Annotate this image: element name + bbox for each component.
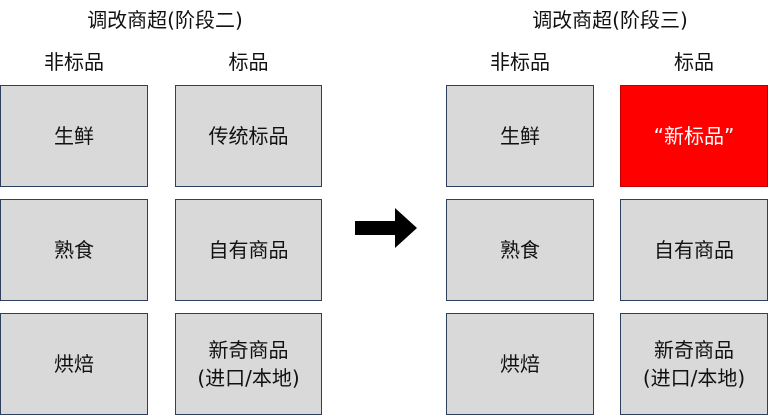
right-box-bakery: 烘焙 [446, 313, 594, 415]
left-box-novelty-sublabel: (进口/本地) [197, 366, 300, 390]
right-box-novelty: 新奇商品 (进口/本地) [620, 313, 768, 415]
left-box-traditional-standard-label: 传统标品 [208, 124, 289, 148]
right-box-deli-label: 熟食 [500, 238, 540, 262]
right-box-private-label: 自有商品 [620, 199, 768, 301]
left-col-head-nonstandard: 非标品 [44, 50, 104, 74]
left-box-bakery: 烘焙 [0, 313, 148, 415]
left-box-bakery-label: 烘焙 [54, 352, 94, 376]
right-box-novelty-sublabel: (进口/本地) [642, 366, 746, 390]
left-box-private-label: 自有商品 [175, 199, 322, 301]
right-box-private-label-label: 自有商品 [654, 238, 734, 262]
left-box-deli-label: 熟食 [54, 238, 94, 262]
left-box-fresh: 生鲜 [0, 85, 148, 187]
left-box-novelty-label: 新奇商品 [208, 338, 289, 362]
right-box-fresh-label: 生鲜 [500, 124, 540, 148]
right-col-head-standard: 标品 [674, 50, 714, 74]
left-box-traditional-standard: 传统标品 [175, 85, 322, 187]
right-box-new-standard: “新标品” [620, 85, 768, 187]
right-box-novelty-label: 新奇商品 [654, 338, 734, 362]
left-panel-title: 调改商超(阶段二) [87, 8, 243, 32]
left-box-novelty: 新奇商品 (进口/本地) [175, 313, 322, 415]
left-box-private-label-label: 自有商品 [208, 238, 289, 262]
left-col-head-standard: 标品 [228, 50, 269, 74]
right-box-new-standard-label: “新标品” [653, 124, 735, 148]
right-box-deli: 熟食 [446, 199, 594, 301]
left-box-fresh-label: 生鲜 [54, 124, 94, 148]
right-box-bakery-label: 烘焙 [500, 352, 540, 376]
right-panel-title: 调改商超(阶段三) [532, 8, 688, 32]
left-box-deli: 熟食 [0, 199, 148, 301]
right-col-head-nonstandard: 非标品 [490, 50, 550, 74]
arrow-right-icon [355, 208, 417, 248]
right-box-fresh: 生鲜 [446, 85, 594, 187]
